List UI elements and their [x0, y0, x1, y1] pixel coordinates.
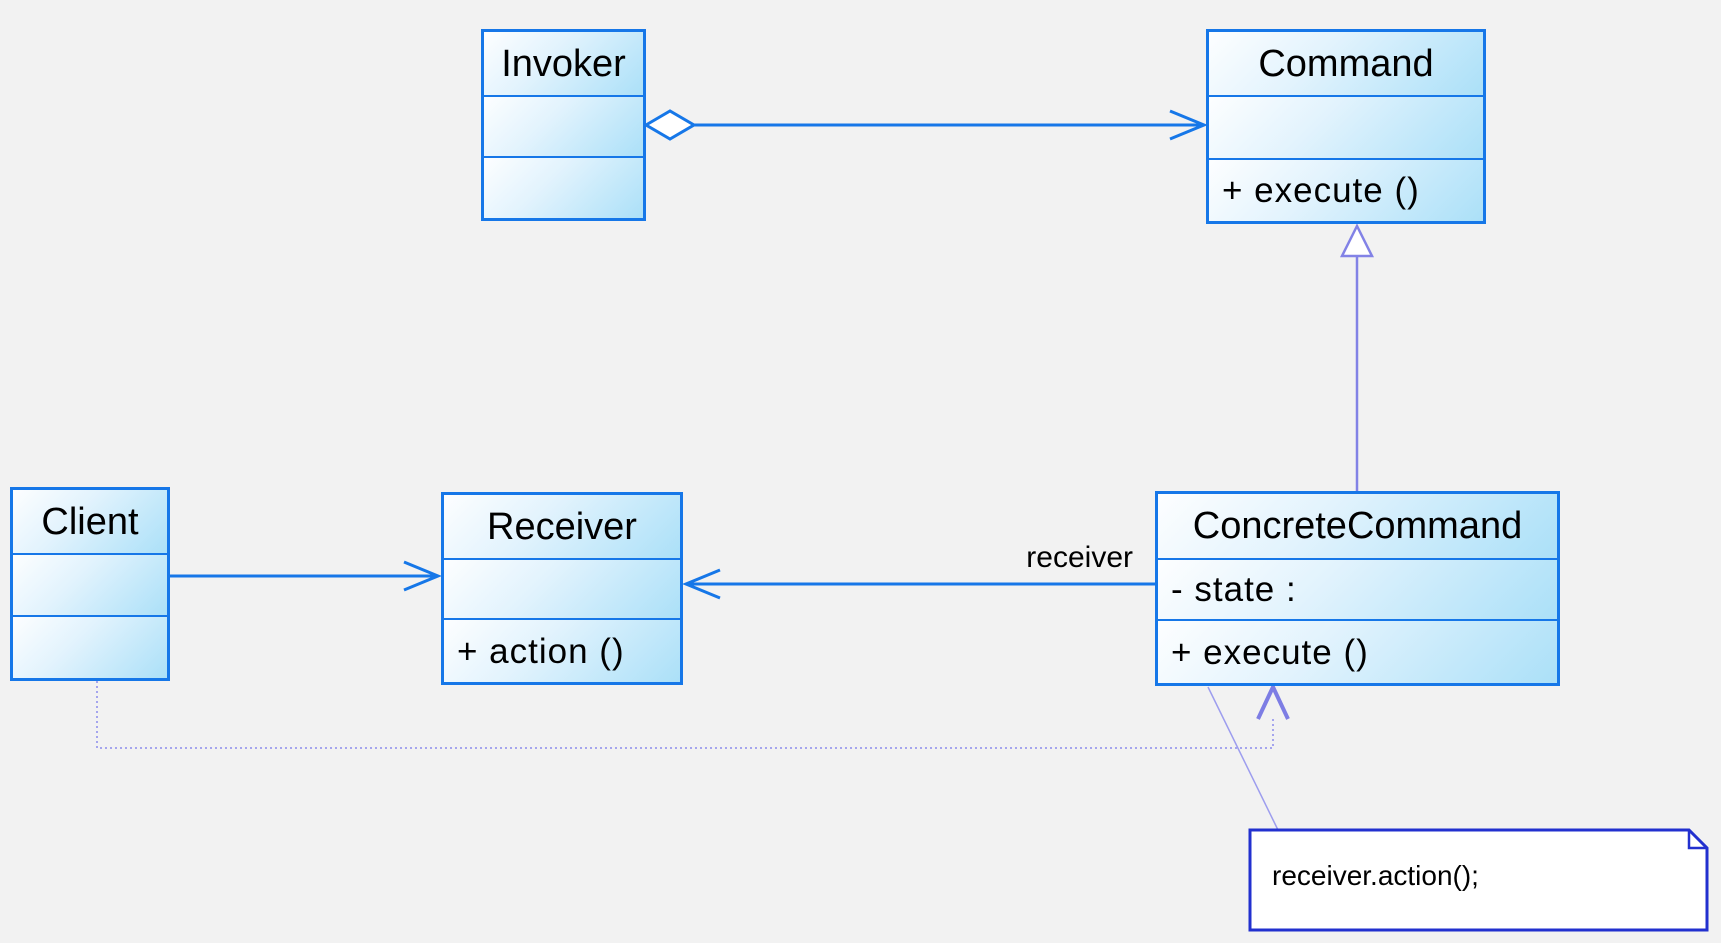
class-invoker[interactable]: Invoker	[481, 29, 646, 221]
association-concretecommand-receiver	[682, 568, 1155, 600]
aggregation-invoker-command	[643, 109, 1208, 141]
methods-compartment: + action ()	[444, 618, 680, 682]
dependency-client-concretecommand	[96, 681, 1290, 749]
generalization-concretecommand-command	[1339, 223, 1375, 491]
attributes-compartment	[484, 95, 643, 156]
class-name: ConcreteCommand	[1158, 494, 1557, 558]
attribute-state: - state :	[1171, 570, 1297, 609]
attributes-compartment	[13, 553, 167, 615]
methods-compartment: + execute ()	[1158, 619, 1557, 683]
class-name: Invoker	[484, 32, 643, 95]
note-anchor-line	[1207, 686, 1279, 831]
attributes-compartment	[444, 558, 680, 618]
association-client-receiver	[170, 560, 442, 592]
class-name: Client	[13, 490, 167, 553]
class-name-label: Command	[1258, 42, 1434, 85]
class-name-label: ConcreteCommand	[1192, 505, 1523, 547]
method-execute: + execute ()	[1222, 171, 1420, 210]
edge-label-receiver: receiver	[1026, 541, 1133, 574]
methods-compartment	[13, 615, 167, 678]
class-name: Receiver	[444, 495, 680, 558]
open-arrowhead	[682, 568, 721, 600]
class-client[interactable]: Client	[10, 487, 170, 681]
methods-compartment: + execute ()	[1209, 158, 1483, 221]
class-receiver[interactable]: Receiver + action ()	[441, 492, 683, 685]
class-command[interactable]: Command + execute ()	[1206, 29, 1486, 224]
methods-compartment	[484, 156, 643, 218]
note-shape[interactable]	[1248, 828, 1709, 932]
attributes-compartment	[1209, 95, 1483, 158]
class-name-label: Client	[41, 500, 139, 543]
class-name-label: Invoker	[501, 42, 626, 85]
class-name-label: Receiver	[487, 505, 637, 548]
method-action: + action ()	[457, 631, 625, 671]
open-arrowhead	[1256, 682, 1290, 720]
aggregation-diamond	[643, 109, 697, 141]
note-text: receiver.action();	[1272, 860, 1479, 891]
open-arrowhead	[1169, 109, 1208, 141]
class-name: Command	[1209, 32, 1483, 95]
class-concrete-command[interactable]: ConcreteCommand - state : + execute ()	[1155, 491, 1560, 686]
note-fold-corner	[1687, 830, 1707, 850]
method-execute: + execute ()	[1171, 632, 1369, 672]
attributes-compartment: - state :	[1158, 558, 1557, 619]
open-arrowhead	[403, 560, 442, 592]
hollow-triangle-arrowhead	[1339, 223, 1375, 258]
